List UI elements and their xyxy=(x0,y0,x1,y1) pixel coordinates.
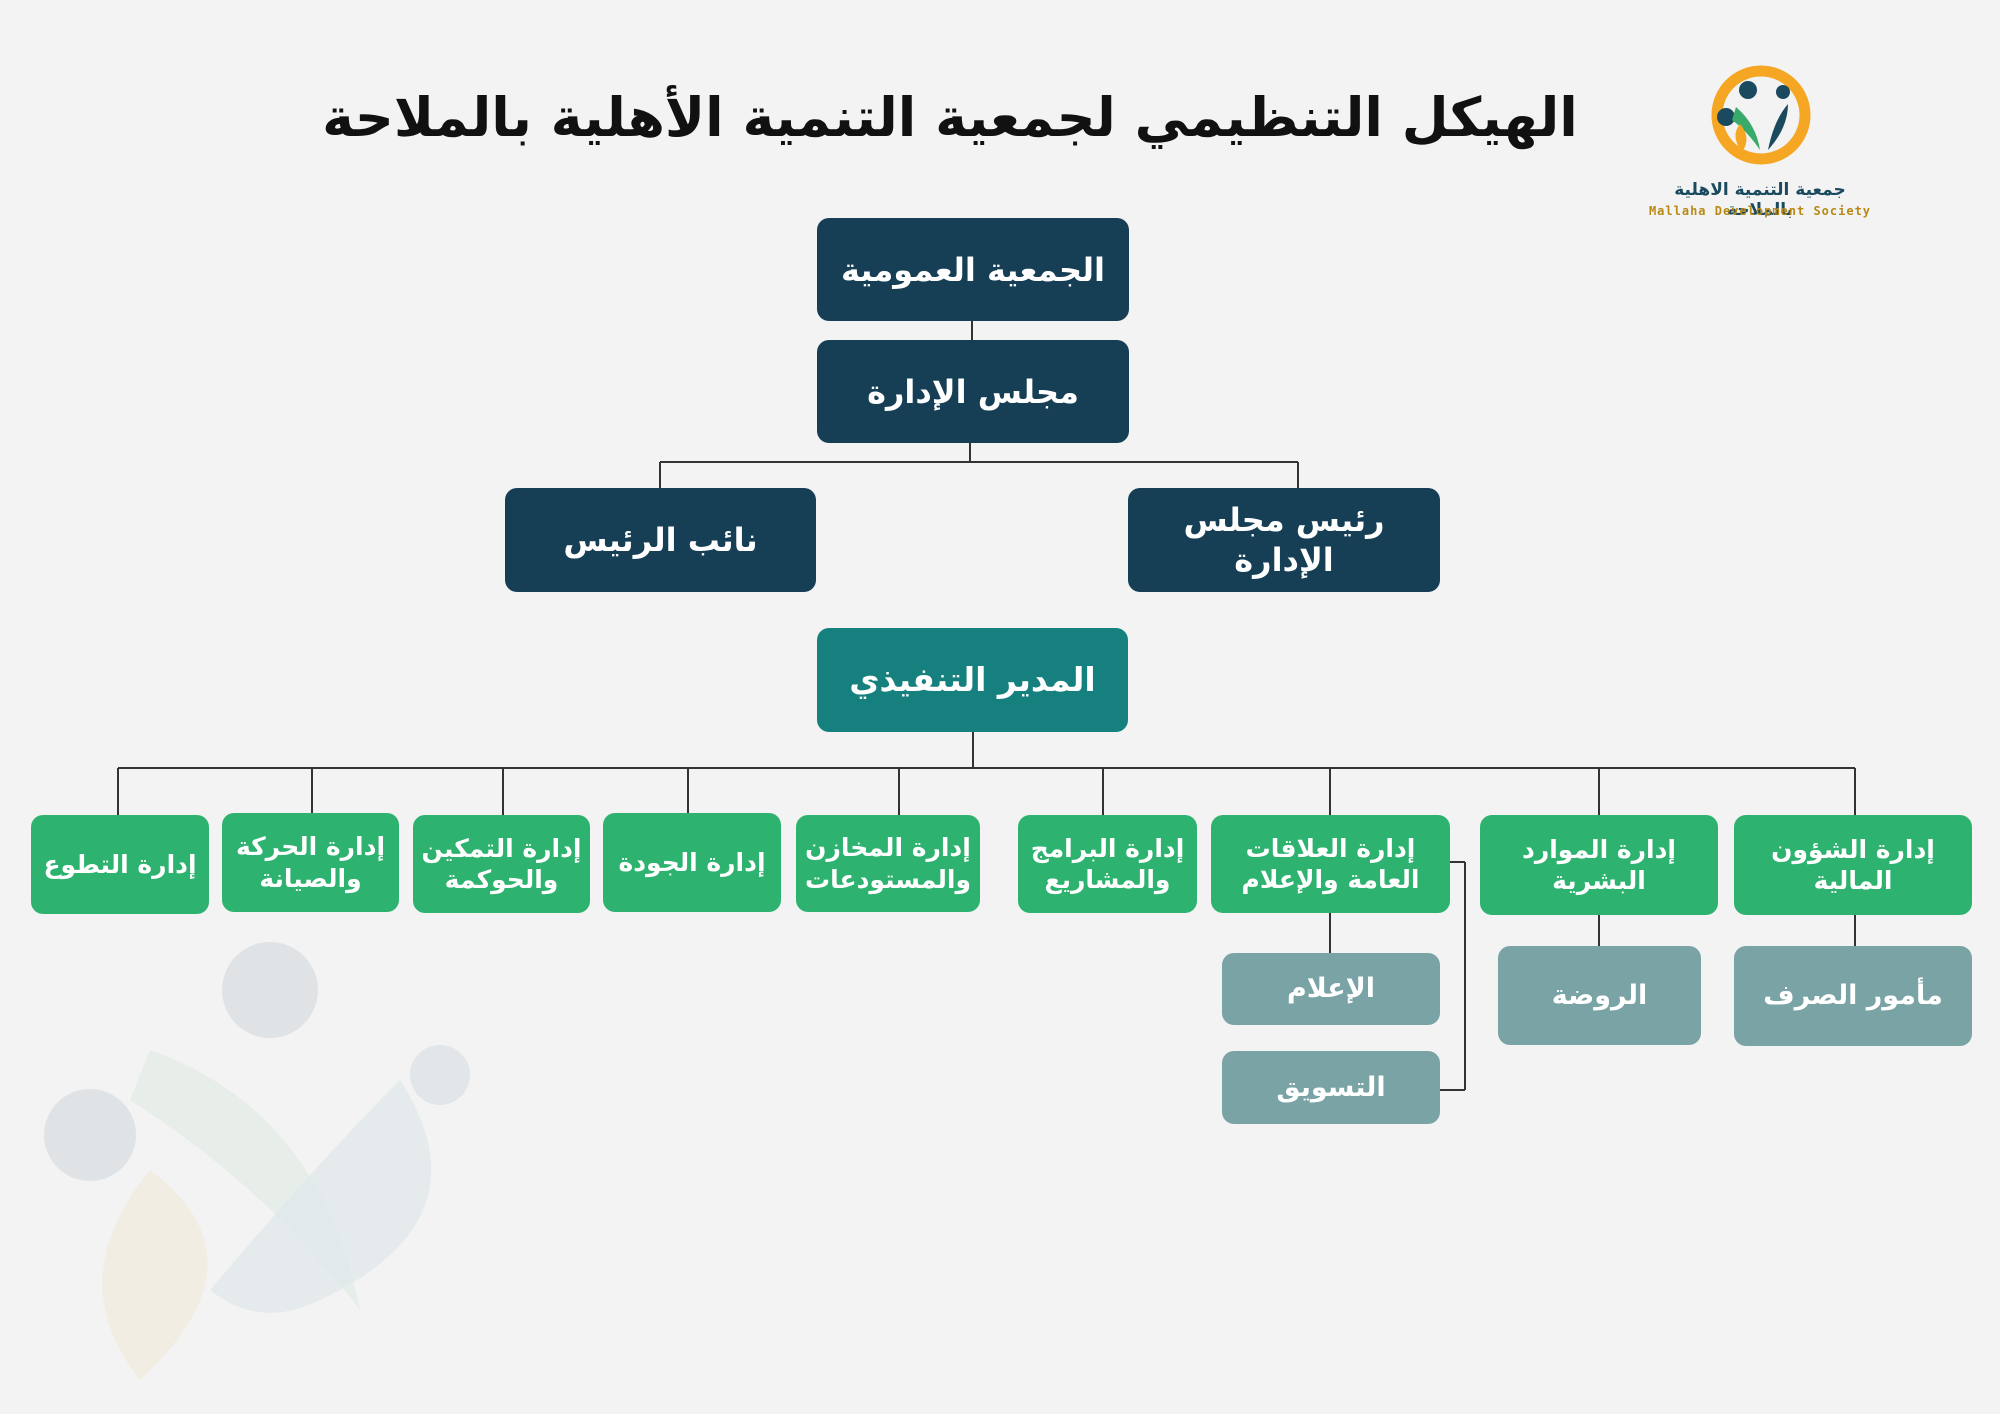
watermark-logo-icon xyxy=(44,942,470,1380)
box-vice-chairman: نائب الرئيس xyxy=(505,488,816,592)
box-dept-hr: إدارة الموارد البشرية xyxy=(1480,815,1718,915)
society-logo: جمعية التنمية الاهلية بالملاحة Mallaha D… xyxy=(1640,62,1880,232)
box-board: مجلس الإدارة xyxy=(817,340,1129,443)
box-dept-volunteering: إدارة التطوع xyxy=(31,815,209,914)
box-unit-disbursement: مأمور الصرف xyxy=(1734,946,1972,1046)
box-dept-warehouses: إدارة المخازن والمستودعات xyxy=(796,815,980,912)
box-general-assembly: الجمعية العمومية xyxy=(817,218,1129,321)
box-dept-transport-maintenance: إدارة الحركة والصيانة xyxy=(222,813,399,912)
logo-name-english: Mallaha Development Society xyxy=(1648,204,1872,218)
box-dept-finance: إدارة الشؤون المالية xyxy=(1734,815,1972,915)
logo-icon xyxy=(1711,65,1811,165)
page-title: الهيكل التنظيمي لجمعية التنمية الأهلية ب… xyxy=(322,86,1578,149)
box-unit-marketing: التسويق xyxy=(1222,1051,1440,1124)
box-dept-public-relations: إدارة العلاقات العامة والإعلام xyxy=(1211,815,1450,913)
box-dept-empowerment: إدارة التمكين والحوكمة xyxy=(413,815,590,913)
box-dept-programs: إدارة البرامج والمشاريع xyxy=(1018,815,1197,913)
box-dept-quality: إدارة الجودة xyxy=(603,813,781,912)
box-executive-director: المدير التنفيذي xyxy=(817,628,1128,732)
box-chairman: رئيس مجلس الإدارة xyxy=(1128,488,1440,592)
logo-name-arabic: جمعية التنمية الاهلية بالملاحة xyxy=(1674,180,1846,220)
box-unit-kindergarten: الروضة xyxy=(1498,946,1701,1045)
box-unit-media: الإعلام xyxy=(1222,953,1440,1025)
